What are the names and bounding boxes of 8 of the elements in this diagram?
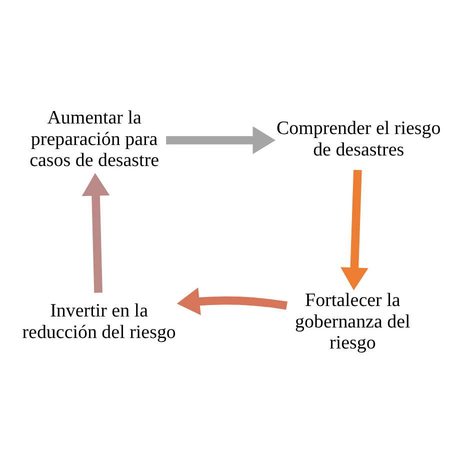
node-text: Aumentar la preparación para casos de desastre (29, 107, 159, 172)
arrow (340, 170, 368, 290)
arrow (176, 288, 287, 316)
node-text: Comprender el riesgo de desastres (276, 118, 440, 160)
node-text: Fortalecer la gobernanza del riesgo (294, 290, 410, 354)
arrow (166, 126, 276, 154)
arrow (81, 173, 110, 293)
node-text: Invertir en la reducción del riesgo (22, 300, 176, 343)
